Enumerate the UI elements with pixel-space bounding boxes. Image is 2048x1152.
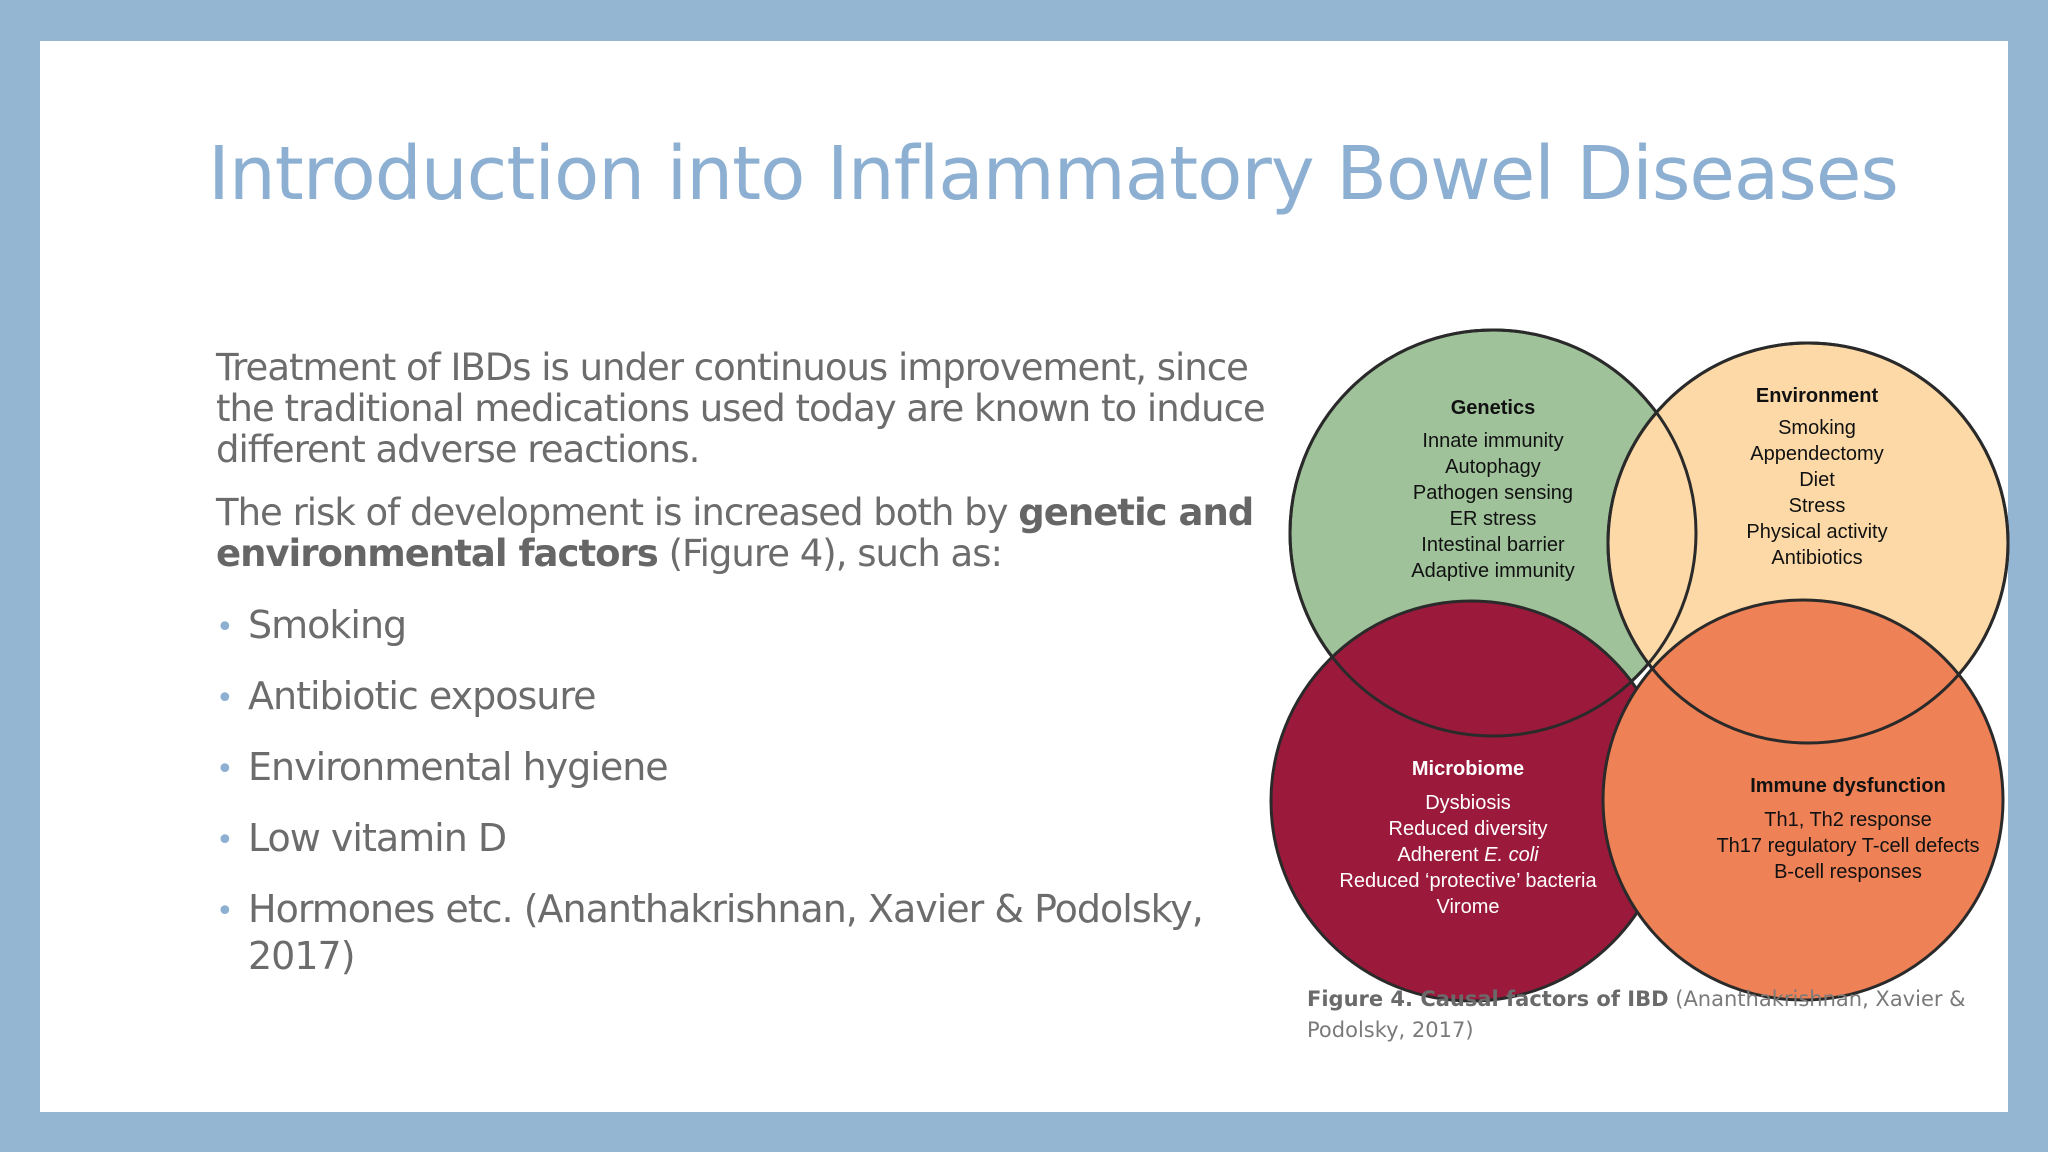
risk-suffix: (Figure 4), such as: [657,532,1003,575]
immune-title: Immune dysfunction [1750,775,1946,797]
environment-title: Environment [1756,385,1879,407]
caption-citation: (Ananthakrishnan, Xavier & Podolsky, 201… [1307,987,1966,1042]
genetics-item: Autophagy [1445,456,1541,478]
immune-labels: Immune dysfunction Th1, Th2 response Th1… [1716,775,1979,883]
list-item: Hormones etc. (Ananthakrishnan, Xavier &… [216,886,1286,980]
genetics-outline [1288,328,1698,738]
genetics-item: Adaptive immunity [1411,560,1574,582]
immune-item: B-cell responses [1774,861,1922,883]
environment-outline [1606,341,2010,745]
microbiome-labels: Microbiome Dysbiosis Reduced diversity A… [1339,758,1597,918]
microbiome-item: Dysbiosis [1425,792,1511,814]
microbiome-item: Adherent E. coli [1397,844,1539,866]
genetics-item: Pathogen sensing [1413,482,1573,504]
genetics-item: Intestinal barrier [1421,534,1565,556]
slide: Introduction into Inflammatory Bowel Dis… [40,41,2010,1112]
caption-bold: Figure 4. Causal factors of IBD [1307,987,1669,1011]
paragraph-risk: The risk of development is increased bot… [216,492,1286,574]
environment-labels: Environment Smoking Appendectomy Diet St… [1746,385,1887,569]
figure-caption: Figure 4. Causal factors of IBD (Anantha… [1307,984,1987,1046]
genetics-item: Innate immunity [1422,430,1563,452]
environment-item: Stress [1789,495,1846,517]
microbiome-title: Microbiome [1412,758,1524,780]
paragraph-treatment: Treatment of IBDs is under continuous im… [216,346,1266,471]
microbiome-item: Virome [1437,896,1500,918]
risk-bold: genetic and environmental factors [216,491,1254,575]
factor-list: Smoking Antibiotic exposure Environmenta… [216,602,1286,980]
genetics-labels: Genetics Innate immunity Autophagy Patho… [1411,397,1574,582]
microbiome-item: Reduced ‘protective’ bacteria [1339,870,1597,892]
slide-title: Introduction into Inflammatory Bowel Dis… [208,131,1899,217]
list-item: Low vitamin D [216,815,1286,864]
list-item: Environmental hygiene [216,744,1286,793]
environment-item: Smoking [1778,417,1856,439]
microbiome-item: Reduced diversity [1389,818,1548,840]
immune-item: Th1, Th2 response [1764,809,1932,831]
environment-item: Physical activity [1746,521,1887,543]
ibd-venn-diagram: Genetics Innate immunity Autophagy Patho… [1269,328,2010,1003]
immune-item: Th17 regulatory T-cell defects [1716,835,1979,857]
list-item: Antibiotic exposure [216,673,1286,722]
genetics-title: Genetics [1451,397,1535,419]
risk-prefix: The risk of development is increased bot… [216,491,1019,534]
environment-item: Appendectomy [1750,443,1883,465]
environment-item: Diet [1799,469,1835,491]
immune-circle [1601,598,2005,1002]
adherent-label: Adherent [1397,844,1484,866]
list-item: Smoking [216,602,1286,651]
body-text: Treatment of IBDs is under continuous im… [216,347,1286,1004]
ecoli-label: E. coli [1484,844,1539,866]
genetics-item: ER stress [1450,508,1537,530]
environment-item: Antibiotics [1771,547,1862,569]
